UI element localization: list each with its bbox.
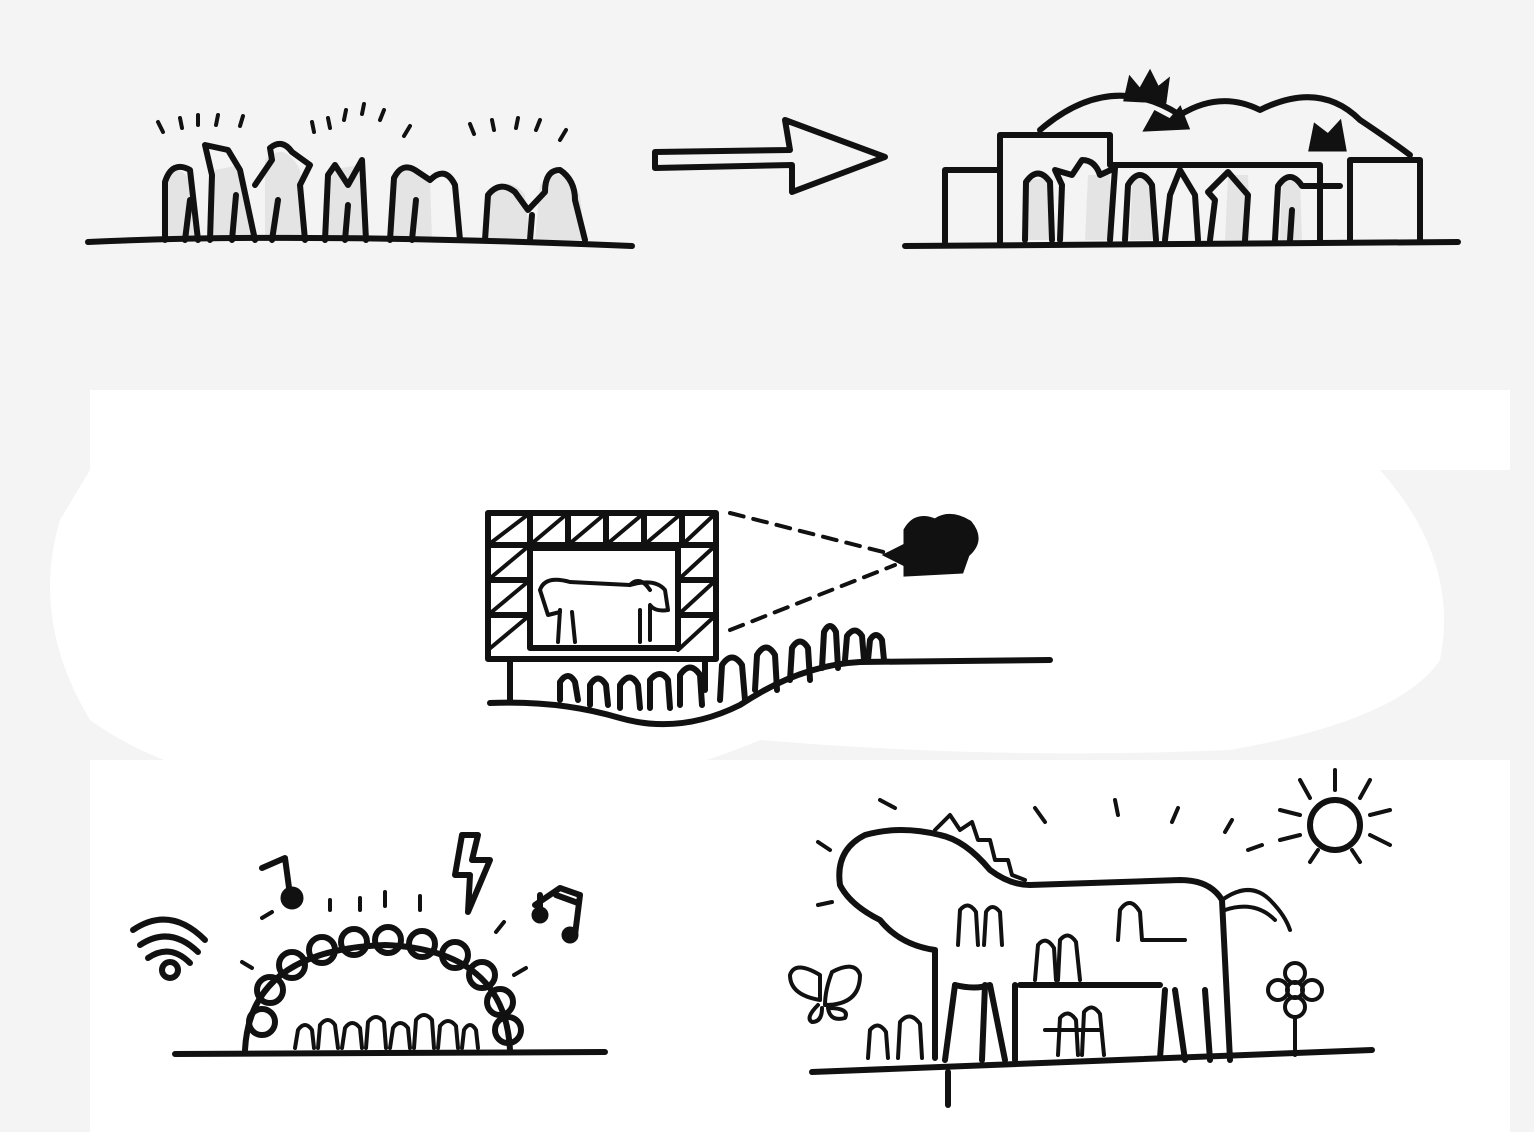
arrow-icon [655,120,885,192]
panel-crowd [88,104,632,246]
panel-enclosure [905,72,1458,246]
hill-trees [1125,72,1345,150]
crowd-figures [165,152,585,240]
enclosure-walls [945,135,1420,242]
hills [1040,96,1410,155]
ground-line-2 [905,242,1458,246]
crowd-sound-marks [158,104,566,140]
background-blob [50,390,1510,800]
ground-line-4 [175,1052,605,1054]
